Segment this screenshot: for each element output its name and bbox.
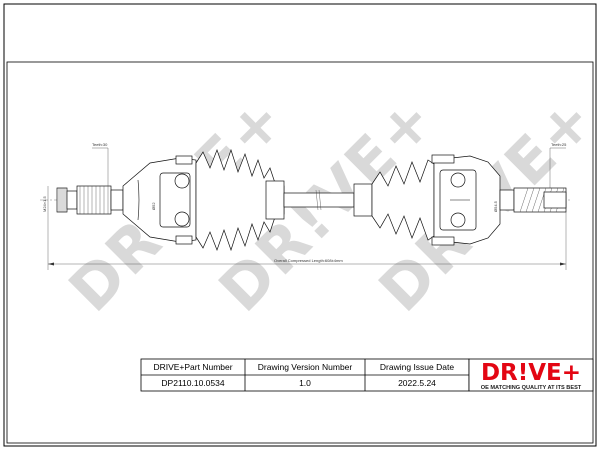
left-spline-shaft bbox=[76, 185, 112, 215]
left-ball bbox=[174, 211, 190, 227]
left-ball bbox=[174, 173, 190, 189]
left-boot-clamp bbox=[265, 180, 285, 220]
logo-cell bbox=[468, 358, 594, 392]
stub-collar bbox=[66, 190, 78, 210]
main-shaft bbox=[283, 192, 355, 208]
teeth-left-label: Teeth:30 bbox=[92, 142, 108, 147]
right-clamp bbox=[431, 154, 455, 164]
dia-right-label: Ø54.5 bbox=[493, 200, 498, 212]
right-neck bbox=[499, 189, 515, 211]
left-clamp bbox=[175, 235, 193, 245]
left-cv-joint bbox=[56, 148, 285, 252]
version-value: 1.0 bbox=[299, 378, 311, 388]
drawing-frame bbox=[6, 61, 594, 444]
dia-left-label: Ø52 bbox=[151, 202, 156, 210]
title-block: DRIVE+Part Number Drawing Version Number… bbox=[140, 358, 594, 392]
left-clamp bbox=[175, 155, 193, 165]
header-version: Drawing Version Number bbox=[258, 362, 353, 372]
right-boot-clamp bbox=[353, 183, 373, 217]
issue-date-value: 2022.5.24 bbox=[398, 378, 436, 388]
header-part-number: DRIVE+Part Number bbox=[153, 362, 232, 372]
right-cv-joint bbox=[353, 154, 567, 246]
header-issue-date: Drawing Issue Date bbox=[380, 362, 454, 372]
part-number-value: DP2110.10.0534 bbox=[161, 378, 224, 388]
left-neck bbox=[110, 189, 124, 211]
outer-border bbox=[3, 3, 597, 447]
brand-logo: DR!VE+ bbox=[481, 360, 581, 386]
right-stub-tip bbox=[543, 191, 567, 209]
right-ball bbox=[450, 172, 466, 188]
thread-left-label: M24×1.5 bbox=[42, 196, 47, 212]
brand-tagline: OE MATCHING QUALITY AT ITS BEST bbox=[481, 385, 582, 391]
teeth-right-label: Teeth:25 bbox=[551, 142, 567, 147]
threaded-stub bbox=[56, 187, 68, 213]
right-ball bbox=[450, 212, 466, 228]
overall-length-label: Overall Compressed Length:608±4mm bbox=[274, 258, 343, 263]
right-clamp bbox=[431, 236, 455, 246]
shaft-break bbox=[315, 189, 319, 211]
dimensions: Teeth:30 Teeth:25 M24×1.5 Ø52 Ø54.5 Over… bbox=[42, 142, 567, 270]
